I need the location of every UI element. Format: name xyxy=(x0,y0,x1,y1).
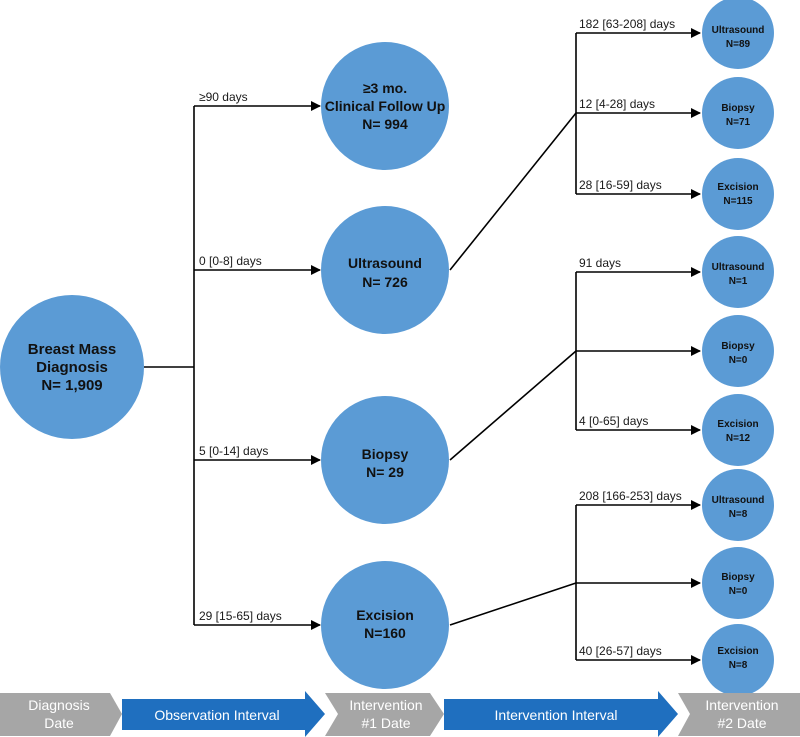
timeline-intervention-interval-label: Intervention Interval xyxy=(495,707,618,723)
node-bx-us-circle xyxy=(702,236,774,308)
timeline-intervention1-l1: Intervention xyxy=(349,697,422,713)
node-ultrasound-line1: Ultrasound xyxy=(348,255,422,271)
node-us-ex: Excision N=115 xyxy=(702,158,774,230)
edge-label-excision: 29 [15-65] days xyxy=(199,609,282,623)
node-us-bx-line1: Biopsy xyxy=(721,103,755,114)
node-ultrasound-line2: N= 726 xyxy=(362,274,408,290)
node-ex-ex-circle xyxy=(702,624,774,696)
node-root-circle xyxy=(0,295,144,439)
node-followup: ≥3 mo. Clinical Follow Up N= 994 xyxy=(321,42,449,170)
node-us-ex-circle xyxy=(702,158,774,230)
node-bx-bx-line1: Biopsy xyxy=(721,341,755,352)
node-us-ex-line2: N=115 xyxy=(723,196,753,207)
timeline-intervention-interval-arrow xyxy=(444,691,678,737)
node-us-us-line1: Ultrasound xyxy=(712,25,765,36)
edge-label-bx-us: 91 days xyxy=(579,256,621,270)
node-bx-bx: Biopsy N=0 xyxy=(702,315,774,387)
node-bx-ex-line2: N=12 xyxy=(726,433,751,444)
node-bx-us: Ultrasound N=1 xyxy=(702,236,774,308)
node-us-bx-line2: N=71 xyxy=(726,117,751,128)
node-excision-line2: N=160 xyxy=(364,625,406,641)
nodes: Breast Mass Diagnosis N= 1,909 ≥3 mo. Cl… xyxy=(0,0,774,696)
edge-label-ex-us: 208 [166-253] days xyxy=(579,489,682,503)
timeline: Diagnosis Date Observation Interval Inte… xyxy=(0,691,800,737)
node-bx-us-line2: N=1 xyxy=(729,276,748,287)
node-ex-us-line1: Ultrasound xyxy=(712,495,765,506)
edge-labels: ≥90 days 0 [0-8] days 5 [0-14] days 29 [… xyxy=(199,17,682,658)
node-ultrasound-circle xyxy=(321,206,449,334)
node-us-bx: Biopsy N=71 xyxy=(702,77,774,149)
node-excision-line1: Excision xyxy=(356,607,414,623)
timeline-observation-label: Observation Interval xyxy=(154,707,279,723)
timeline-intervention2-l2: #2 Date xyxy=(717,715,766,731)
edge-label-biopsy: 5 [0-14] days xyxy=(199,444,268,458)
node-root-line3: N= 1,909 xyxy=(41,377,102,394)
edge-label-us-bx: 12 [4-28] days xyxy=(579,97,655,111)
timeline-diagnosis-l2: Date xyxy=(44,715,74,731)
node-bx-bx-line2: N=0 xyxy=(729,355,748,366)
node-biopsy: Biopsy N= 29 xyxy=(321,396,449,524)
node-ex-bx: Biopsy N=0 xyxy=(702,547,774,619)
node-biopsy-line1: Biopsy xyxy=(362,446,409,462)
node-followup-circle xyxy=(321,42,449,170)
timeline-intervention2-l1: Intervention xyxy=(705,697,778,713)
connectors-level1 xyxy=(144,101,321,630)
node-bx-bx-circle xyxy=(702,315,774,387)
node-us-us-line2: N=89 xyxy=(726,39,751,50)
node-followup-line1: ≥3 mo. xyxy=(363,80,407,96)
timeline-intervention2-shape xyxy=(678,693,800,736)
timeline-diagnosis-l1: Diagnosis xyxy=(28,697,89,713)
node-excision: Excision N=160 xyxy=(321,561,449,689)
node-ex-ex-line2: N=8 xyxy=(729,660,748,671)
node-us-us: Ultrasound N=89 xyxy=(702,0,774,69)
node-followup-line3: N= 994 xyxy=(362,116,408,132)
node-root: Breast Mass Diagnosis N= 1,909 xyxy=(0,295,144,439)
timeline-intervention1-l2: #1 Date xyxy=(361,715,410,731)
node-bx-ex: Excision N=12 xyxy=(702,394,774,466)
node-bx-ex-circle xyxy=(702,394,774,466)
timeline-diagnosis-shape xyxy=(0,693,122,736)
connectors-level2 xyxy=(449,28,701,665)
node-us-us-circle xyxy=(702,0,774,69)
node-bx-us-line1: Ultrasound xyxy=(712,262,765,273)
edge-label-ex-ex: 40 [26-57] days xyxy=(579,644,662,658)
node-ultrasound: Ultrasound N= 726 xyxy=(321,206,449,334)
node-biopsy-circle xyxy=(321,396,449,524)
node-root-line1: Breast Mass xyxy=(28,341,116,358)
node-ex-us-circle xyxy=(702,469,774,541)
edge-label-us-ex: 28 [16-59] days xyxy=(579,178,662,192)
edge-label-followup: ≥90 days xyxy=(199,90,248,104)
edge-label-us-us: 182 [63-208] days xyxy=(579,17,675,31)
node-ex-us-line2: N=8 xyxy=(729,509,748,520)
node-biopsy-line2: N= 29 xyxy=(366,464,404,480)
timeline-observation-arrow xyxy=(122,691,325,737)
node-ex-bx-line2: N=0 xyxy=(729,586,748,597)
node-ex-bx-circle xyxy=(702,547,774,619)
node-root-line2: Diagnosis xyxy=(36,359,108,376)
timeline-intervention1-shape xyxy=(325,693,444,736)
edge-label-ultrasound: 0 [0-8] days xyxy=(199,254,262,268)
node-bx-ex-line1: Excision xyxy=(717,419,758,430)
node-ex-ex-line1: Excision xyxy=(717,646,758,657)
node-ex-ex: Excision N=8 xyxy=(702,624,774,696)
node-ex-bx-line1: Biopsy xyxy=(721,572,755,583)
node-followup-line2: Clinical Follow Up xyxy=(325,98,446,114)
ex-diagonal-line xyxy=(449,582,577,626)
node-ex-us: Ultrasound N=8 xyxy=(702,469,774,541)
node-us-ex-line1: Excision xyxy=(717,182,758,193)
us-diagonal-line xyxy=(449,112,577,271)
edge-label-bx-ex: 4 [0-65] days xyxy=(579,414,648,428)
bx-diagonal-line xyxy=(449,350,577,461)
node-excision-circle xyxy=(321,561,449,689)
node-us-bx-circle xyxy=(702,77,774,149)
